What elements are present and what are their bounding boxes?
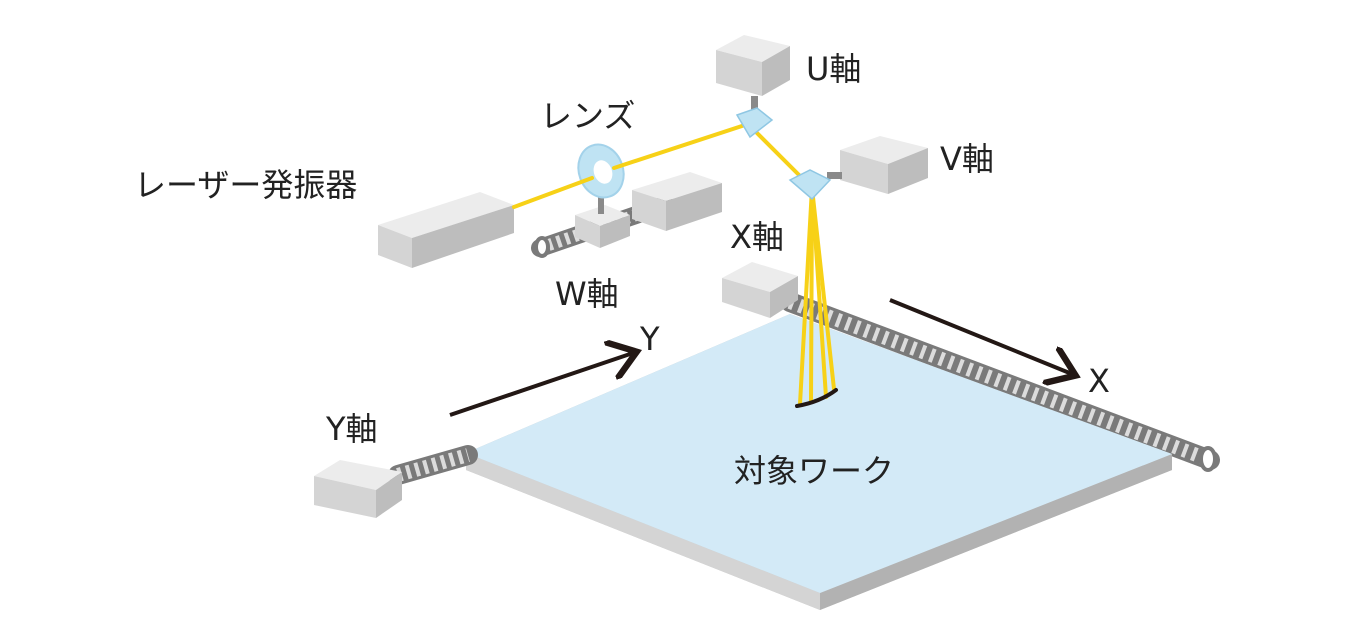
v-axis-galvo	[788, 136, 928, 201]
w-axis-assembly	[531, 172, 722, 258]
lens	[577, 143, 625, 214]
v-axis-mirror	[788, 169, 832, 201]
u-axis-mirror	[735, 107, 774, 139]
x-direction-arrow	[889, 298, 1072, 374]
workpiece	[466, 314, 1172, 610]
laser-oscillator-box	[378, 192, 514, 268]
y-axis-label: Y軸	[325, 410, 378, 448]
x-axis-motor-box	[722, 262, 798, 318]
w-axis-label: W軸	[555, 275, 619, 313]
v-axis-label: V軸	[940, 140, 994, 178]
y-axis-screw-rail	[388, 445, 478, 485]
x-axis-screw-rail	[780, 292, 1220, 472]
x-arrow-label: X	[1088, 362, 1110, 400]
workpiece-top-surface	[466, 314, 1172, 593]
x-axis-label: X軸	[730, 218, 784, 256]
u-axis-galvo	[716, 35, 790, 139]
laser-oscillator-label: レーザー発振器	[134, 166, 357, 204]
y-direction-arrow	[449, 353, 633, 417]
y-axis-motor-box	[314, 460, 402, 518]
y-arrow-label: Y	[639, 320, 660, 358]
scan-path-arc	[795, 388, 838, 408]
workpiece-label: 対象ワーク	[734, 452, 894, 490]
u-axis-label: U軸	[806, 50, 861, 88]
laser-beam	[512, 122, 836, 406]
lens-label: レンズ	[540, 97, 635, 135]
